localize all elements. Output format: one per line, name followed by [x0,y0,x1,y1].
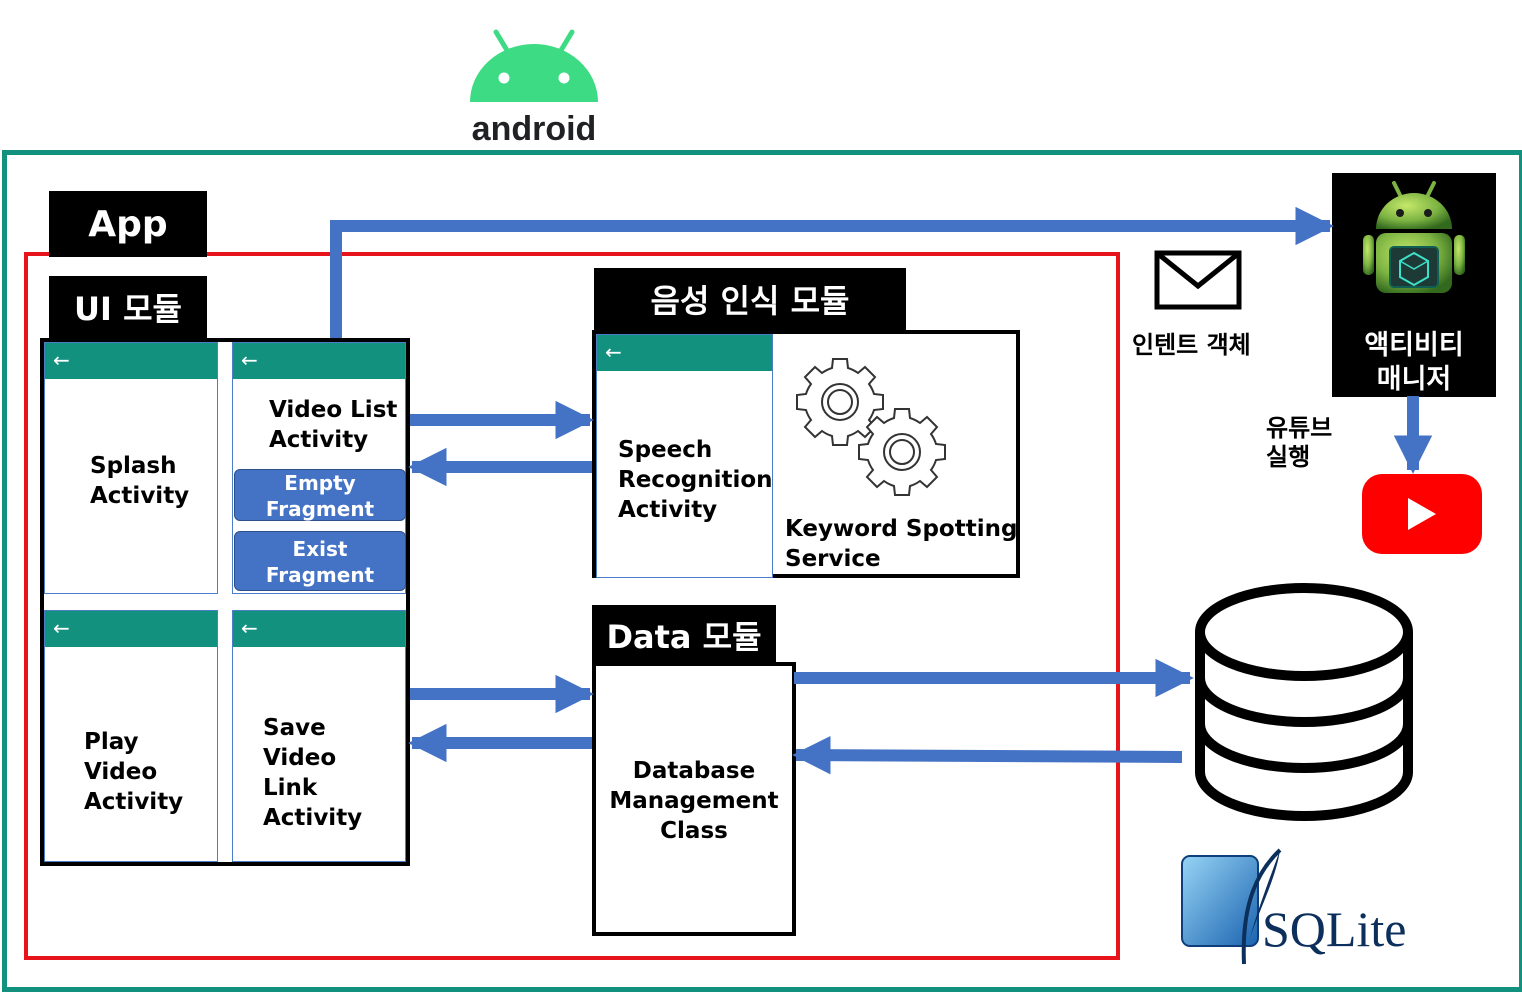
sqlite-wordmark: SQLite [1262,901,1406,957]
keyword-spotting-service-label: Keyword Spotting Service [785,516,1018,572]
arrow-database-to-data [792,735,1183,775]
android-logo-icon: android [470,29,598,148]
back-arrow-icon: ← [53,616,70,640]
back-arrow-icon: ← [53,348,70,372]
database-icon [1195,583,1413,821]
android-robot-icon [1363,181,1465,293]
app-tag: App [49,191,207,257]
intent-object-label: 인텐트 객체 [1132,331,1251,359]
back-arrow-icon: ← [241,348,258,372]
back-arrow-icon: ← [605,340,622,364]
database-management-class-label: Database Management Class [609,758,779,844]
video-list-activity-screen: ← Video List Activity Empty Fragment Exi… [232,342,406,594]
app-boundary [24,252,1120,960]
gears-icon [796,358,946,496]
youtube-run-label: 유튜브 실행 [1266,414,1333,471]
save-video-link-activity-label: Save Video Link Activity [263,715,363,831]
database-management-class-box [592,662,796,936]
data-module-tag: Data 모듈 [592,605,776,665]
speech-recognition-activity-label: Speech Recognition Activity [618,437,773,523]
splash-activity-label: Splash Activity [90,453,190,509]
empty-fragment: Empty Fragment [234,469,406,521]
speech-module-tag: 음성 인식 모듈 [594,268,906,330]
speech-recognition-activity-screen: ← Speech Recognition Activity [596,334,773,578]
app-bar: ← [45,611,217,647]
video-list-activity-label: Video List Activity [269,397,398,453]
exist-fragment: Exist Fragment [234,531,406,591]
back-arrow-icon: ← [241,616,258,640]
arrow-to-activity-manager [330,206,1334,338]
app-bar: ← [233,611,405,647]
play-video-activity-screen: ← Play Video Activity [44,610,218,862]
envelope-icon [1154,250,1242,310]
activity-manager-box: 액티비티 매니저 [1332,173,1496,397]
save-video-link-activity-screen: ← Save Video Link Activity [232,610,406,862]
play-video-activity-label: Play Video Activity [84,729,184,815]
ui-module-tag: UI 모듈 [49,276,207,338]
android-wordmark: android [472,110,597,148]
youtube-icon [1362,474,1482,554]
app-bar: ← [597,335,772,371]
app-bar: ← [45,343,217,379]
sqlite-logo-icon: SQLite [1181,848,1406,965]
app-bar: ← [233,343,405,379]
splash-activity-screen: ← Splash Activity [44,342,218,594]
activity-manager-label: 액티비티 매니저 [1364,330,1464,395]
